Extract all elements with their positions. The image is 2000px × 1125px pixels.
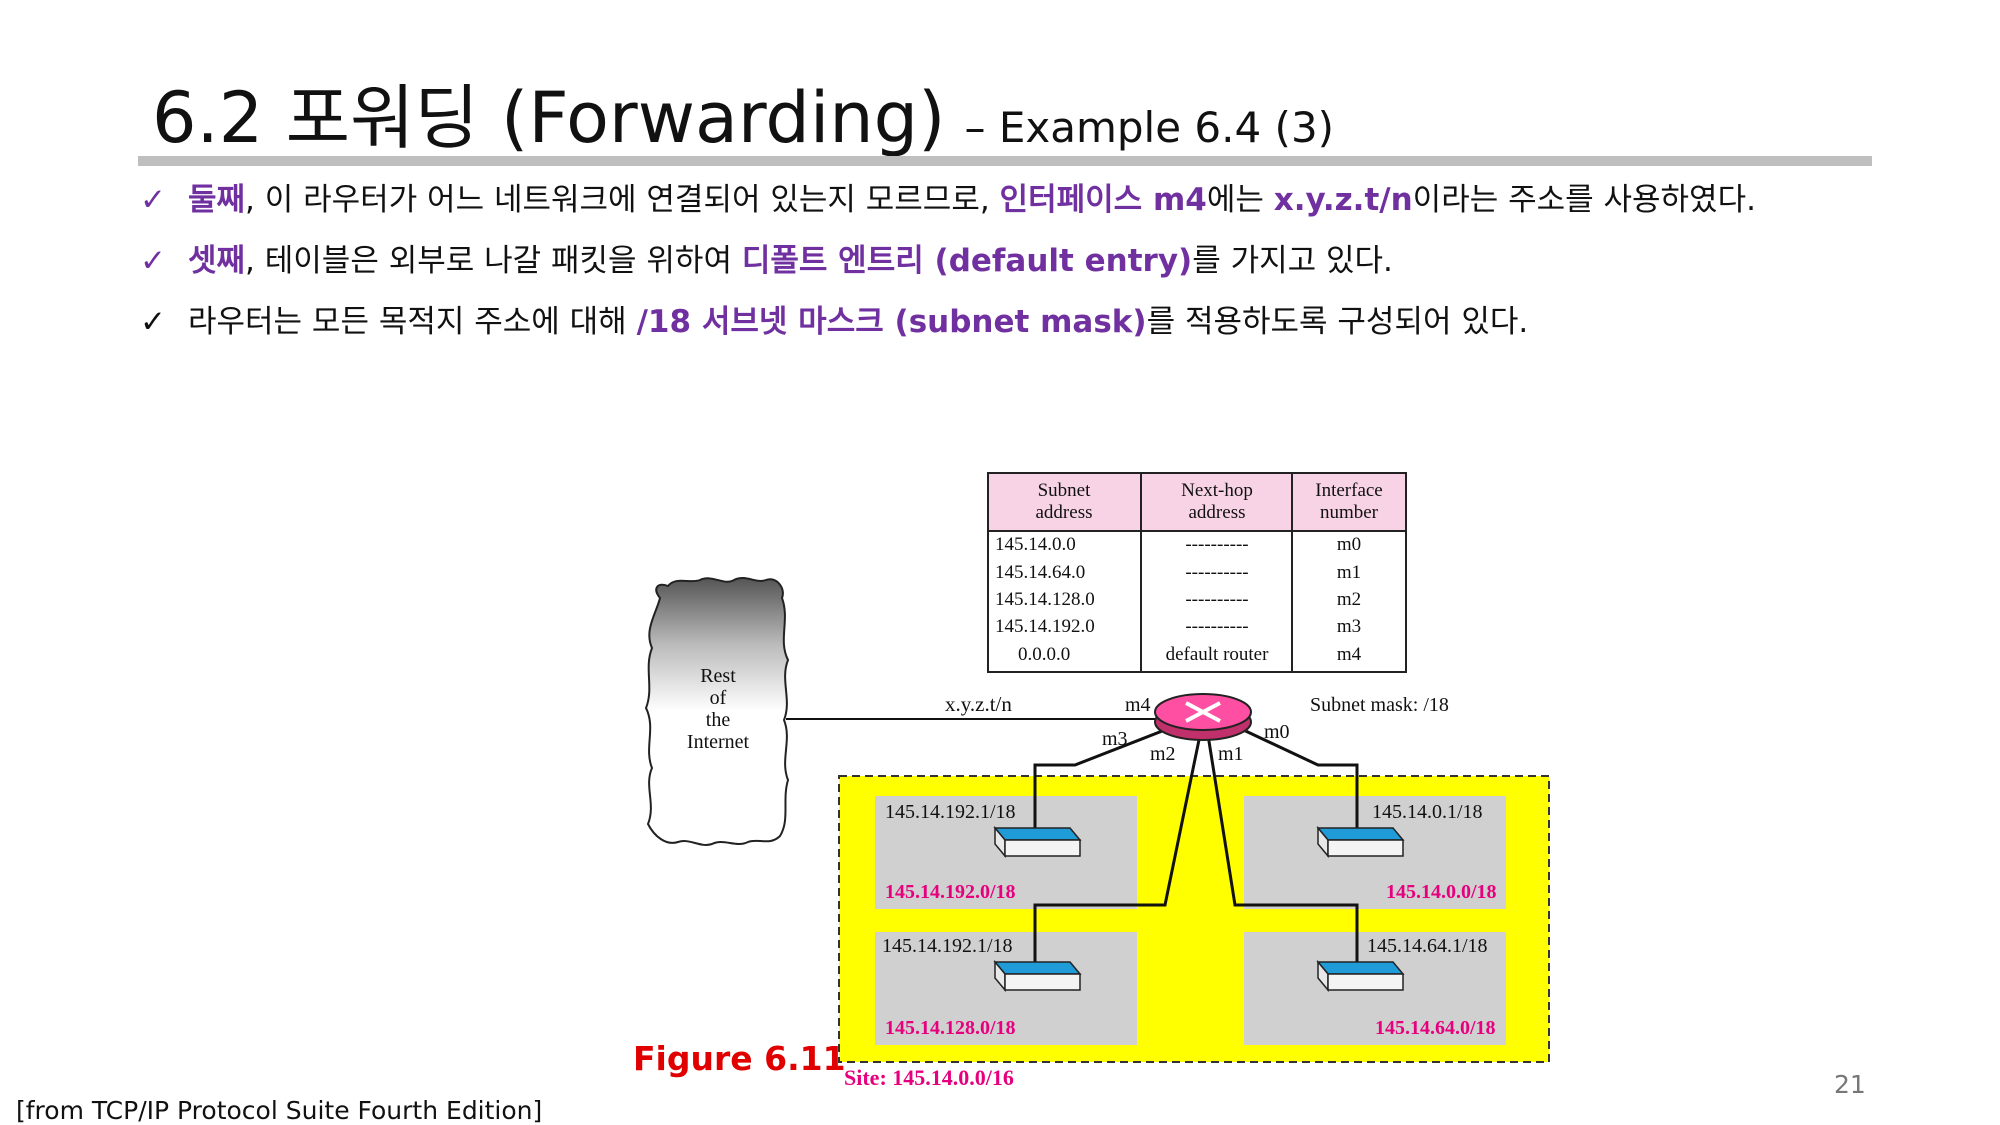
table-cell: m4 — [1337, 644, 1362, 665]
table-cell: ---------- — [1185, 534, 1248, 555]
network-address: 145.14.128.0/18 — [885, 1017, 1016, 1039]
lan-switch-icon — [993, 825, 1082, 859]
source-citation: [from TCP/IP Protocol Suite Fourth Editi… — [16, 1096, 543, 1125]
interface-address: 145.14.0.1/18 — [1372, 801, 1483, 823]
table-header: address — [1189, 502, 1246, 523]
router-links — [1033, 724, 1359, 965]
bullet-text-part: , 이 라우터가 어느 네트워크에 연결되어 있는지 모르므로, — [245, 182, 1000, 218]
table-cell: m2 — [1337, 589, 1361, 610]
table-cell: m0 — [1337, 534, 1361, 555]
slide-title: 6.2 포워딩 (Forwarding) – Example 6.4 (3) — [152, 62, 1334, 163]
bullet-item-1: ✓ 둘째, 이 라우터가 어느 네트워크에 연결되어 있는지 모르므로, 인터페… — [140, 180, 1860, 221]
network-address: 145.14.64.0/18 — [1375, 1017, 1496, 1039]
table-header: Interface — [1315, 480, 1383, 501]
link-address-label: x.y.z.t/n — [945, 692, 1012, 716]
subnet-mask-label: Subnet mask: /18 — [1310, 694, 1449, 716]
table-header: Subnet — [1038, 480, 1092, 501]
lan-switch-icon — [1316, 825, 1405, 859]
port-label: m1 — [1218, 743, 1244, 765]
port-label: m0 — [1264, 721, 1290, 743]
table-cell: ---------- — [1185, 589, 1248, 610]
network-address: 145.14.192.0/18 — [885, 881, 1016, 903]
table-cell: m3 — [1337, 616, 1361, 637]
router-icon — [1154, 693, 1252, 741]
bullet-text-part: 를 가지고 있다. — [1192, 243, 1393, 279]
cloud-label: the — [706, 709, 731, 731]
title-main: 6.2 포워딩 (Forwarding) — [152, 77, 946, 159]
bullet-text: 둘째, 이 라우터가 어느 네트워크에 연결되어 있는지 모르므로, 인터페이스… — [188, 182, 1756, 218]
table-header: Next-hop — [1181, 480, 1253, 501]
bullet-text-part: 를 적용하도록 구성되어 있다. — [1146, 304, 1529, 340]
table-border — [987, 472, 1407, 673]
bullet-text: 라우터는 모든 목적지 주소에 대해 /18 서브넷 마스크 (subnet m… — [188, 304, 1528, 340]
bullet-text-part: 에는 — [1206, 182, 1274, 218]
lan-switch-icon — [993, 959, 1082, 993]
table-header: address — [1036, 502, 1093, 523]
cloud-label: of — [710, 687, 727, 709]
bullet-text-part: 라우터는 모든 목적지 주소에 대해 — [188, 304, 637, 340]
title-sub: – Example 6.4 (3) — [964, 103, 1335, 152]
table-cell: m1 — [1337, 562, 1361, 583]
cloud-icon: Rest of the Internet — [644, 577, 790, 846]
table-cell: ---------- — [1185, 562, 1248, 583]
figure-label: Figure 6.11 — [633, 1039, 846, 1078]
bullet-item-2: ✓ 셋째, 테이블은 외부로 나갈 패킷을 위하여 디폴트 엔트리 (defau… — [140, 241, 1860, 282]
table-cell: 145.14.64.0 — [995, 562, 1085, 583]
table-cell: ---------- — [1185, 616, 1248, 637]
bullet-text-part: x.y.z.t/n — [1273, 182, 1413, 218]
routing-table: Subnet address Next-hop address Interfac… — [987, 472, 1407, 673]
table-cell: 0.0.0.0 — [1018, 644, 1070, 665]
port-label: m3 — [1102, 728, 1128, 750]
cloud-label: Rest — [700, 665, 736, 687]
bullet-list: ✓ 둘째, 이 라우터가 어느 네트워크에 연결되어 있는지 모르므로, 인터페… — [140, 180, 1860, 363]
bullet-text-part: 이라는 주소를 사용하였다. — [1412, 182, 1756, 218]
check-icon: ✓ — [140, 304, 166, 340]
bullet-text: 셋째, 테이블은 외부로 나갈 패킷을 위하여 디폴트 엔트리 (default… — [188, 243, 1393, 279]
port-label: m4 — [1125, 694, 1151, 716]
bullet-text-part: , 테이블은 외부로 나갈 패킷을 위하여 — [245, 243, 742, 279]
table-cell: default router — [1166, 644, 1270, 665]
bullet-text-part: 인터페이스 m4 — [999, 182, 1207, 218]
check-icon: ✓ — [140, 182, 166, 218]
bullet-item-3: ✓ 라우터는 모든 목적지 주소에 대해 /18 서브넷 마스크 (subnet… — [140, 302, 1860, 343]
interface-address: 145.14.192.1/18 — [885, 801, 1016, 823]
cloud-label: Internet — [687, 731, 750, 753]
table-header: number — [1320, 502, 1379, 523]
bullet-text-part: 디폴트 엔트리 (default entry) — [741, 243, 1193, 279]
interface-address: 145.14.192.1/18 — [882, 935, 1013, 957]
title-divider — [138, 156, 1872, 166]
site-label: Site: 145.14.0.0/16 — [844, 1065, 1014, 1090]
table-cell: 145.14.0.0 — [995, 534, 1076, 555]
lan-switch-icon — [1316, 959, 1405, 993]
page-number: 21 — [1834, 1070, 1866, 1099]
table-cell: 145.14.192.0 — [995, 616, 1095, 637]
bullet-text-part: 둘째 — [188, 182, 246, 218]
interface-address: 145.14.64.1/18 — [1367, 935, 1488, 957]
table-cell: 145.14.128.0 — [995, 589, 1095, 610]
bullet-text-part: /18 서브넷 마스크 (subnet mask) — [636, 304, 1147, 340]
network-address: 145.14.0.0/18 — [1386, 881, 1497, 903]
port-label: m2 — [1150, 743, 1176, 765]
check-icon: ✓ — [140, 243, 166, 279]
bullet-text-part: 셋째 — [188, 243, 246, 279]
